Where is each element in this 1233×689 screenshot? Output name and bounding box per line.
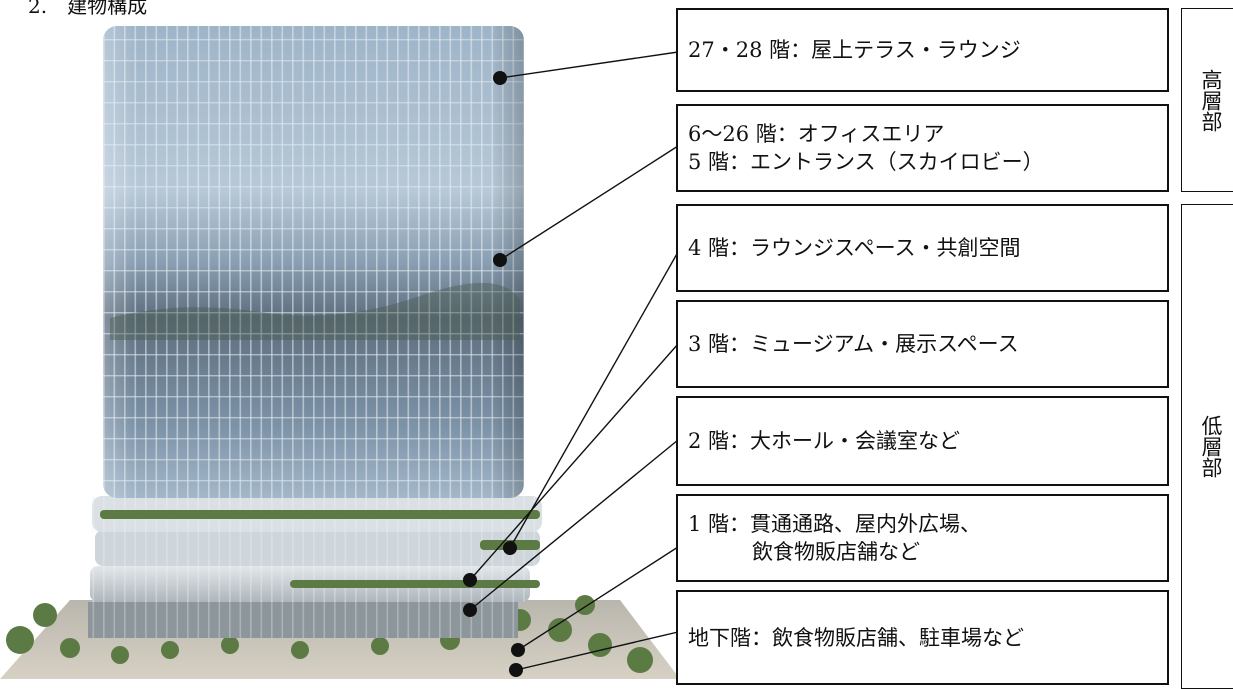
floor-label-4: 4 階：ラウンジスペース・共創空間 (676, 204, 1169, 292)
section-label: 低層部 (1199, 415, 1223, 478)
floor-label-basement: 地下階：飲食物販店舗、駐車場など (676, 590, 1169, 685)
floor-label-text: 3 階：ミュージアム・展示スペース (688, 332, 1019, 356)
floor-label-2: 2 階：大ホール・会議室など (676, 396, 1169, 486)
tree-reflection (110, 282, 520, 340)
section-low-rise: 低層部 (1181, 204, 1233, 689)
marker-3 (463, 573, 477, 587)
section-label: 高層部 (1199, 68, 1223, 132)
floor-label-text: 4 階：ラウンジスペース・共創空間 (688, 236, 1021, 260)
marker-1 (511, 643, 525, 657)
floor-label-1: 1 階：貫通通路、屋内外広場、 飲食物販店舗など (676, 494, 1169, 582)
floor-label-text: 5 階：エントランス（スカイロビー） (688, 150, 1044, 174)
floor-label-text: 飲食物販店舗など (752, 540, 920, 564)
floor-label-5-26: 6～26 階：オフィスエリア 5 階：エントランス（スカイロビー） (676, 104, 1169, 192)
marker-27-28 (493, 71, 507, 85)
floor-label-3: 3 階：ミュージアム・展示スペース (676, 300, 1169, 388)
marker-2 (463, 603, 477, 617)
floor-label-text: 6～26 階：オフィスエリア (688, 122, 945, 146)
floor-label-text: 2 階：大ホール・会議室など (688, 429, 961, 453)
floor-label-27-28: 27・28 階：屋上テラス・ラウンジ (676, 8, 1169, 92)
floor-label-text: 27・28 階：屋上テラス・ラウンジ (688, 38, 1021, 62)
marker-b (509, 663, 523, 677)
marker-6-26 (493, 253, 507, 267)
marker-4 (503, 541, 517, 555)
floor-label-text: 1 階：貫通通路、屋内外広場、 (688, 512, 982, 536)
floor-label-text: 地下階：飲食物販店舗、駐車場など (688, 625, 1024, 650)
terrace-greenery (100, 510, 540, 588)
section-high-rise: 高層部 (1181, 8, 1233, 192)
section-heading: 2. 建物構成 (28, 0, 148, 18)
